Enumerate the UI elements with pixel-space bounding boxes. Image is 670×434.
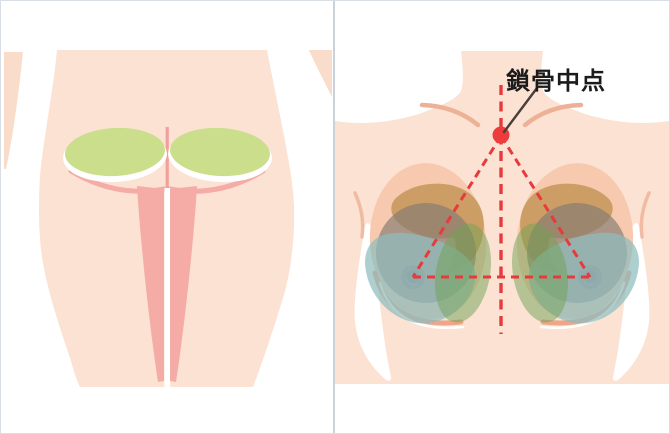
right-arm-sliver	[309, 50, 332, 97]
panel-divider	[333, 1, 335, 433]
left-arm-sliver	[4, 52, 23, 169]
clavicle-midpoint-label: 鎖骨中点	[506, 68, 606, 95]
hip-panel	[1, 1, 333, 433]
left-thigh-shadow	[137, 186, 164, 382]
right-thigh-shadow	[170, 186, 197, 382]
hip-illustration	[4, 50, 332, 387]
right-clavicle-line	[522, 102, 584, 128]
left-buttock-target-area	[65, 127, 165, 177]
right-buttock-target-area	[170, 127, 270, 177]
triangle-left-side	[411, 135, 503, 278]
right-arm-gap	[612, 223, 650, 381]
chest-illustration	[335, 51, 669, 384]
right-overlay-green	[512, 223, 568, 323]
crease-line	[165, 127, 169, 189]
left-overlay-green	[435, 223, 491, 323]
triangle-right-side	[499, 135, 592, 278]
label-pointer-line	[502, 86, 539, 134]
inner-leg-gap	[164, 188, 171, 387]
right-armpit-crease	[639, 191, 651, 239]
left-armpit-crease	[353, 191, 365, 239]
left-clavicle-line	[419, 102, 481, 128]
left-arm-gap	[354, 223, 392, 381]
chest-panel: 鎖骨中点	[335, 1, 669, 433]
